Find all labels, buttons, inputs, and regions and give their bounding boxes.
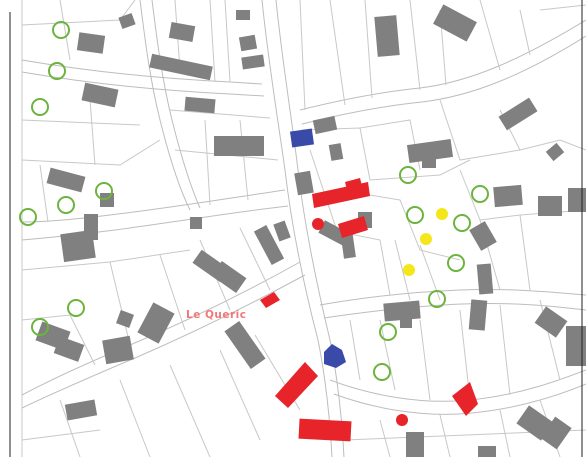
gray-buildings (35, 4, 586, 457)
parcel-lines (21, 0, 586, 457)
place-label-le-queric: Le Queric (186, 309, 247, 321)
yellow-points (403, 208, 448, 276)
red-buildings (260, 178, 478, 442)
blue-buildings (289, 128, 346, 368)
red-markers (312, 218, 408, 426)
tree-circles (19, 21, 489, 381)
